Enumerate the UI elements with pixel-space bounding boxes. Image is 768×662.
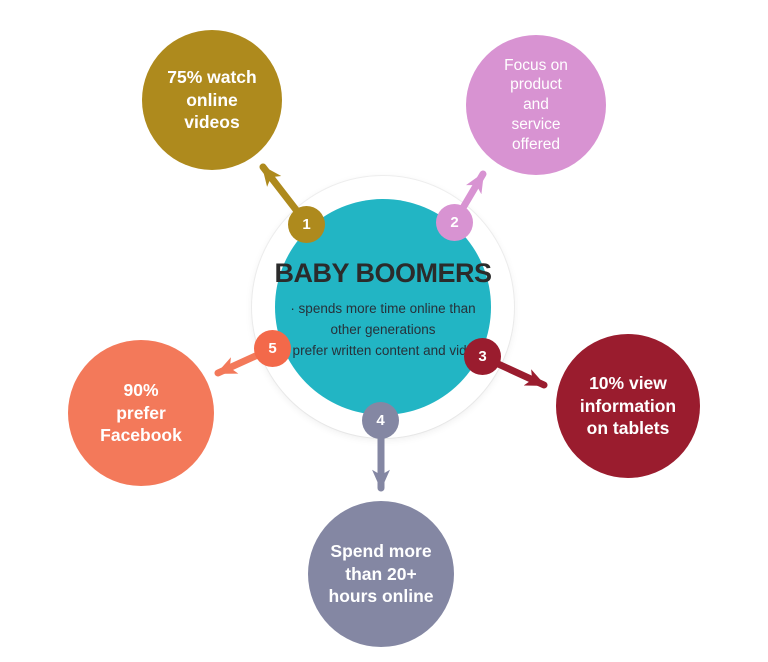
node-label-line: online	[186, 89, 238, 110]
badge-4: 4	[362, 402, 399, 439]
node-label-line: 10% view	[589, 372, 667, 393]
badge-1: 1	[288, 206, 325, 243]
node-label-line: Facebook	[100, 425, 182, 446]
node-label-line: 90%	[123, 379, 159, 400]
badge-4-number: 4	[376, 412, 385, 429]
node-label-line: on tablets	[586, 418, 670, 439]
node-label-line: videos	[184, 112, 240, 133]
badge-3-number: 3	[478, 348, 487, 365]
badge-3: 3	[464, 338, 501, 375]
badge-2-number: 2	[450, 214, 459, 231]
node-circle-prefer-facebook: 90% prefer Facebook	[68, 340, 214, 486]
node-label-line: prefer	[116, 402, 166, 423]
node-circle-watch-videos: 75% watch online videos	[142, 30, 282, 170]
center-title: BABY BOOMERS	[274, 258, 492, 289]
node-label-line: information	[579, 395, 677, 416]
center-description-line: other generations	[330, 322, 436, 338]
node-label-line: service	[511, 115, 561, 133]
node-label-line: Spend more	[330, 540, 432, 561]
badge-5: 5	[254, 330, 291, 367]
center-description-line: · spends more time online than	[290, 301, 476, 317]
badge-5-number: 5	[268, 340, 277, 357]
center-description-line: · prefer written content and video	[284, 342, 482, 358]
node-circle-hours-online: Spend more than 20+ hours online	[308, 501, 454, 647]
node-label-line: 75% watch	[167, 66, 257, 87]
node-label-line: and	[523, 96, 549, 114]
center-description: · spends more time online than other gen…	[284, 299, 481, 362]
node-label-line: product	[510, 76, 562, 94]
node-label-line: offered	[512, 135, 560, 153]
node-label-line: than 20+	[345, 563, 417, 584]
node-label-line: Focus on	[504, 56, 568, 74]
badge-2: 2	[436, 204, 473, 241]
node-label-line: hours online	[328, 586, 434, 607]
badge-1-number: 1	[302, 216, 311, 233]
node-circle-view-tablets: 10% view information on tablets	[556, 334, 700, 478]
node-circle-focus-product: Focus on product and service offered	[466, 35, 606, 175]
